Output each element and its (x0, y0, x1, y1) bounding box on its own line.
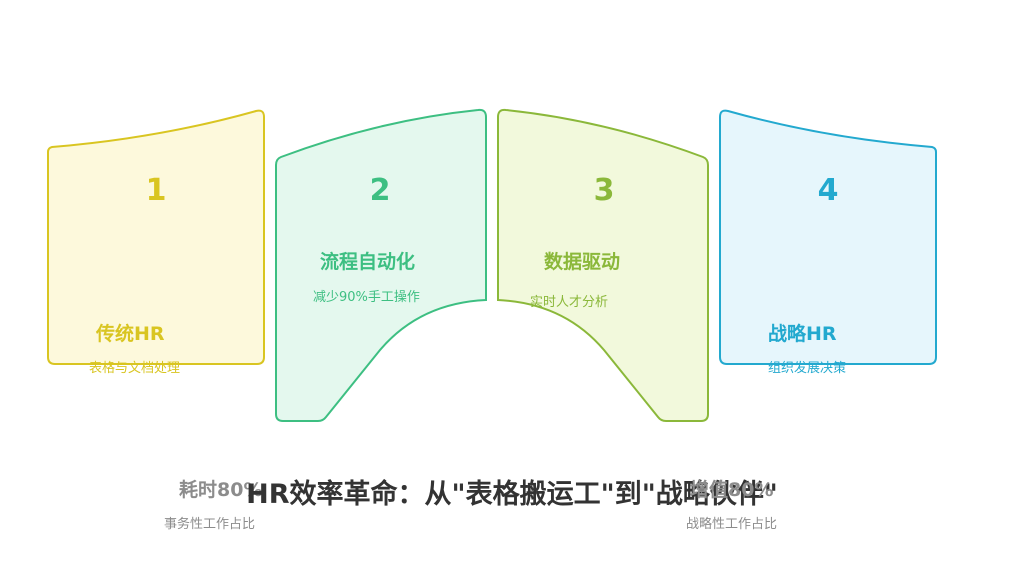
stage-3-title: 数据驱动 (544, 251, 621, 273)
stage-3-number: 3 (593, 173, 615, 208)
metric-left-label: 事务性工作占比 (164, 517, 256, 532)
stage-4-card (719, 109, 937, 365)
stage-3-card (497, 108, 709, 422)
metric-right-label: 战略性工作占比 (686, 517, 778, 532)
stage-1-subtitle: 表格与文档处理 (89, 361, 181, 376)
stage-4-title: 战略HR (768, 323, 837, 345)
stage-1-title: 传统HR (96, 323, 165, 345)
metric-left-value: 耗时80% (179, 479, 263, 501)
stage-4-number: 4 (817, 173, 839, 208)
stage-2-title: 流程自动化 (320, 251, 416, 273)
stage-1-card (47, 109, 265, 365)
stage-4-subtitle: 组织发展决策 (768, 361, 847, 376)
stage-1-number: 1 (145, 173, 167, 208)
page-title: HR效率革命：从"表格搬运工"到"战略伙伴" (246, 479, 778, 510)
metric-right-value: 增值80% (690, 479, 774, 501)
stage-2-card (275, 108, 487, 422)
stage-2-subtitle: 减少90%手工操作 (313, 290, 420, 305)
stage-2-number: 2 (369, 173, 391, 208)
stage-3-subtitle: 实时人才分析 (530, 295, 609, 310)
